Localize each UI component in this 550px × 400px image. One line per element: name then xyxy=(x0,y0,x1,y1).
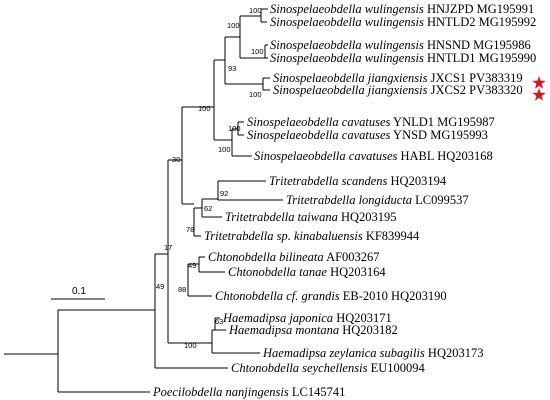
bootstrap-49b: 49 xyxy=(188,261,196,270)
taxon-label: Tritetrabdella sp. kinabaluensis KF83994… xyxy=(204,229,420,243)
taxon-labels: Sinospelaeobdella wulingensis HNJZPD MG1… xyxy=(152,2,536,399)
star-icon xyxy=(532,76,546,89)
bootstrap-haemadipsa: 100 xyxy=(184,341,197,350)
taxon-label: Chtonobdella bilineata AF003267 xyxy=(208,250,380,264)
tree-branches xyxy=(4,8,283,393)
bootstrap-63: 63 xyxy=(215,317,223,326)
bootstrap-cavatuses: 100 xyxy=(218,145,231,154)
taxon-label: Tritetrabdella taiwana HQ203195 xyxy=(225,210,397,224)
bootstrap-jiangxiensis: 100 xyxy=(249,90,262,99)
taxon-label: Sinospelaeobdella wulingensis HNTLD1 MG1… xyxy=(270,51,536,65)
taxon-label: Tritetrabdella longiducta LC099537 xyxy=(286,193,469,207)
scale-bar-label: 0.1 xyxy=(72,286,86,297)
taxon-label: Poecilobdella nanjingensis LC145741 xyxy=(152,385,345,399)
bootstrap-wulingensis-a: 100 xyxy=(249,6,262,15)
taxon-label: Sinospelaeobdella cavatuses HABL HQ20316… xyxy=(254,149,493,163)
bootstrap-wulingensis-b: 100 xyxy=(251,47,264,56)
taxon-label: Tritetrabdella scandens HQ203194 xyxy=(269,174,447,188)
bootstrap-62: 62 xyxy=(204,204,212,213)
taxon-label: Haemadipsa japonica HQ203171 xyxy=(222,311,392,325)
bootstrap-49: 49 xyxy=(156,282,164,291)
bootstrap-sinospelaeobdella: 100 xyxy=(198,104,211,113)
taxon-label: Chtonobdella cf. grandis EB-2010 HQ20319… xyxy=(215,289,447,303)
taxon-label: Sinospelaeobdella cavatuses YNLD1 MG1959… xyxy=(247,115,495,129)
taxon-label: Chtonobdella tanae HQ203164 xyxy=(228,265,386,279)
bootstrap-17: 17 xyxy=(164,243,172,252)
bootstrap-30: 30 xyxy=(172,155,180,164)
taxon-label: Haemadipsa montana HQ203182 xyxy=(228,323,398,337)
taxon-label: Sinospelaeobdella jiangxiensis JXCS1 PV3… xyxy=(273,71,523,85)
new-sequence-markers xyxy=(532,76,546,101)
bootstrap-values: 100 100 100 93 100 100 100 100 30 92 62 … xyxy=(156,6,264,350)
bootstrap-wulingensis: 100 xyxy=(227,21,240,30)
bootstrap-88: 88 xyxy=(178,285,186,294)
taxon-label: Sinospelaeobdella wulingensis HNTLD2 MG1… xyxy=(270,15,536,29)
taxon-label: Sinospelaeobdella wulingensis HNJZPD MG1… xyxy=(270,2,534,16)
star-icon xyxy=(532,88,546,101)
bootstrap-78: 78 xyxy=(186,225,194,234)
taxon-label: Sinospelaeobdella wulingensis HNSND MG19… xyxy=(270,38,531,52)
taxon-label: Haemadipsa zeylanica subagilis HQ203173 xyxy=(262,346,483,360)
taxon-label: Sinospelaeobdella cavatuses YNSD MG19599… xyxy=(247,128,488,142)
bootstrap-93: 93 xyxy=(228,64,236,73)
bootstrap-cavatuses-pair: 100 xyxy=(228,124,241,133)
taxon-label: Chtonobdella seychellensis EU100094 xyxy=(231,361,425,375)
bootstrap-92: 92 xyxy=(220,189,228,198)
taxon-label: Sinospelaeobdella jiangxiensis JXCS2 PV3… xyxy=(273,83,523,97)
